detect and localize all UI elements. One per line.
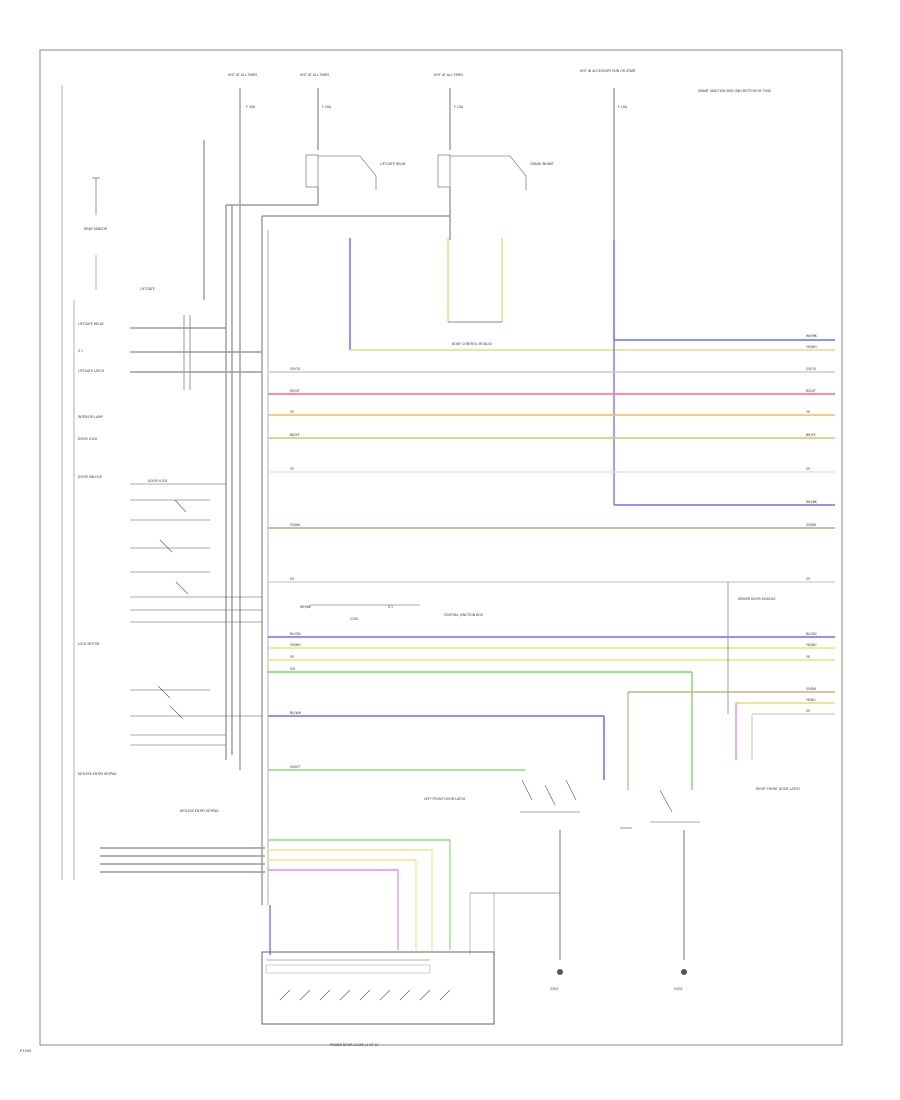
wire-label-7: GY — [806, 467, 810, 471]
relay-1-label: LIFTGATE RELAY — [380, 162, 406, 166]
connector-id-label: C250 — [350, 617, 358, 621]
keypad-wires — [100, 839, 560, 955]
connector-blocks-left — [130, 315, 262, 390]
fuse-2-name: HOT AT ALL TIMES — [300, 73, 329, 77]
fuse-2-rating: F 20A — [322, 105, 332, 109]
door-lock-left: DOOR LOCK — [78, 437, 98, 441]
splice-label-1: S 1 — [388, 605, 393, 609]
wl-f: GY/BN — [290, 523, 301, 527]
fuse-1-rating: F 30A — [246, 105, 256, 109]
ground-a-symbol — [557, 969, 563, 975]
liftgate-latch-left: LIFTGATE LATCH — [78, 369, 105, 373]
fuse-3-rating: F 15A — [454, 105, 464, 109]
ground-b-symbol — [681, 969, 687, 975]
left-latch-label: LEFT FRONT DOOR LATCH — [424, 797, 466, 801]
right-latch-label: RIGHT FRONT DOOR LATCH — [756, 787, 800, 791]
antenna-ground: REAR SENSOR — [84, 177, 108, 290]
wire-label-15: YE/BU — [806, 698, 816, 702]
relay-2: CRANK INHIBIT — [437, 154, 554, 240]
fuse-column-2: HOT AT ALL TIMES F 20A — [300, 73, 332, 150]
wl-b: RD/VT — [290, 389, 300, 393]
fuse-column-4: HOT IN ACCESSORY RUN OR START F 10A — [580, 69, 636, 240]
s1-left: S 1 — [78, 349, 83, 353]
sjb-label: SMART JUNCTION BOX (SJB) BOTTOM OF FUSE — [698, 89, 771, 93]
liftgate-label: LIFTGATE — [140, 287, 155, 291]
wire-label-10: GY — [806, 577, 810, 581]
wire-labels-left: GY/OG RD/VT YE BN/YE GY GY/BN GY BU/GN Y… — [290, 367, 302, 769]
wire-label-3: GY/OG — [806, 367, 817, 371]
bottom-label: POWER DOOR LOCKS (1 OF 2) — [330, 1043, 378, 1047]
wl-g: GY — [290, 577, 294, 581]
wl-k: GN — [290, 667, 295, 671]
wire-label-11: BU/GN — [806, 632, 817, 636]
crank-inhibit-left: LIFTGATE RELAY — [78, 322, 104, 326]
ground-a-label: G301 — [550, 987, 559, 991]
fuse-4-rating: F 10A — [618, 105, 628, 109]
wire-label-8: WH/BK — [806, 500, 818, 504]
fuse-3-name: HOT AT ALL TIMES — [434, 73, 463, 77]
switch-group-upper: DOOR LOCK — [130, 479, 262, 623]
latch-switches — [520, 779, 700, 829]
wire-label-2: YE/WH — [806, 345, 817, 349]
wire-label-16: GY — [806, 709, 810, 713]
door-unlock-left: DOOR UNLOCK — [78, 475, 103, 479]
wire-violet-label: WH/BK — [300, 605, 312, 609]
wl-i: YE/WH — [290, 643, 301, 647]
wl-a: GY/OG — [290, 367, 301, 371]
wire-label-4: RD/VT — [806, 389, 816, 393]
wire-label-12: YE/WH — [806, 643, 817, 647]
interior-lamp-left: INTERIOR LAMP — [78, 415, 103, 419]
wire-label-14: GY/BN — [806, 687, 817, 691]
switch-group-lower — [130, 685, 262, 746]
corner-code: P1005 — [20, 1049, 31, 1053]
diagram-frame — [39, 49, 843, 1046]
switch-upper-label: DOOR LOCK — [148, 479, 168, 483]
bcm-label: BODY CONTROL MODULE — [452, 342, 492, 346]
rear-sensor-label: REAR SENSOR — [84, 227, 108, 231]
wl-c: YE — [290, 410, 294, 414]
lock-motor-left: LOCK MOTOR — [78, 642, 100, 646]
wire-labels-right: WH/BK YE/WH GY/OG RD/VT YE BN/YE GY WH/B… — [806, 334, 818, 713]
wire-label-1: WH/BK — [806, 334, 818, 338]
fuse-1-name: HOT AT ALL TIMES — [228, 73, 257, 77]
wl-h: BU/GN — [290, 632, 301, 636]
door-module-label: DRIVER DOOR MODULE — [738, 597, 776, 601]
relay-1: LIFTGATE RELAY — [305, 154, 406, 205]
keypad-label: KEYLESS ENTRY KEYPAD — [180, 809, 219, 813]
fuse-4-name: HOT IN ACCESSORY RUN OR START — [580, 69, 636, 73]
wire-label-13: YE — [806, 655, 810, 659]
wire-bus — [268, 238, 835, 790]
fuse-column-1: HOT AT ALL TIMES F 30A — [228, 73, 257, 770]
wl-l: BU/WH — [290, 711, 302, 715]
central-junction-label: CENTRAL JUNCTION BOX — [444, 613, 484, 617]
wire-label-6: BN/YE — [806, 433, 816, 437]
keyless-entry-left: KEYLESS ENTRY KEYPAD — [78, 772, 117, 776]
relay-2-label: CRANK INHIBIT — [530, 162, 554, 166]
wl-m: GN/VT — [290, 765, 300, 769]
bottom-module — [261, 951, 495, 1025]
wire-label-9: GY/BN — [806, 523, 817, 527]
wl-j: YE — [290, 655, 294, 659]
wire-label-5: YE — [806, 410, 810, 414]
ground-b-label: G302 — [674, 987, 683, 991]
wl-d: BN/YE — [290, 433, 300, 437]
fuse-column-3: HOT AT ALL TIMES F 15A — [434, 73, 464, 150]
wl-e: GY — [290, 467, 294, 471]
